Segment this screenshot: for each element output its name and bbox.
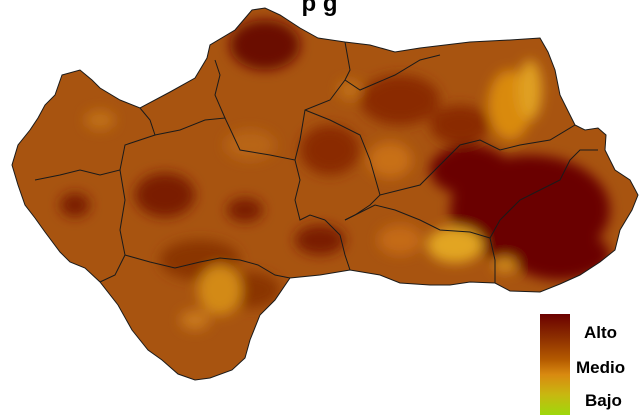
legend-label-bajo: Bajo: [585, 391, 622, 410]
legend-label-medio: Medio: [576, 358, 626, 377]
map-title-partial: p g: [301, 0, 338, 17]
legend-color-bar: [540, 314, 570, 415]
province-borders: [11, 7, 639, 381]
legend-label-alto: Alto: [584, 323, 618, 342]
